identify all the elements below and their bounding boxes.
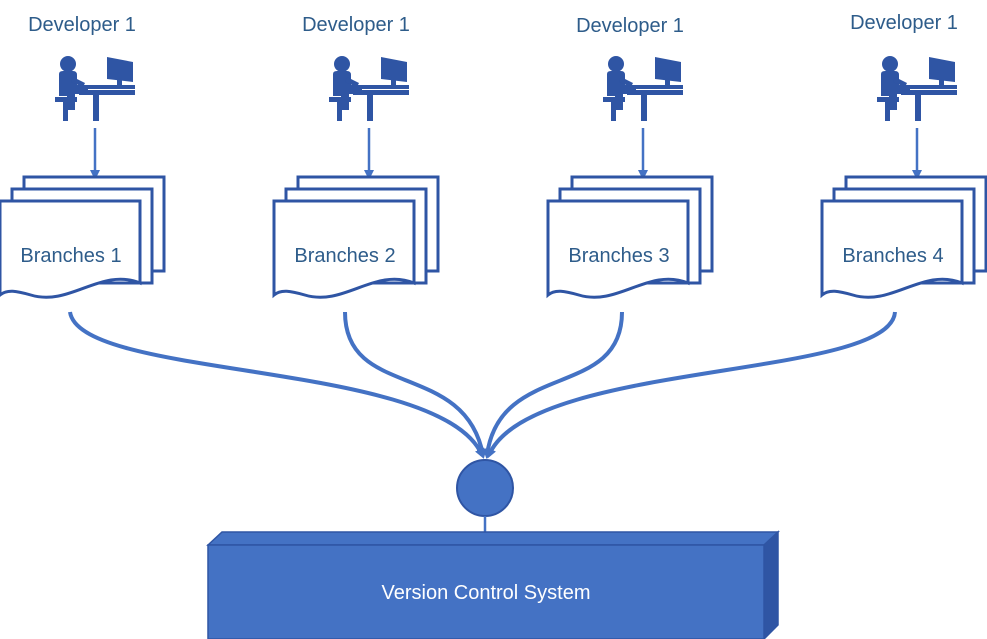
vcs-box-side bbox=[763, 530, 779, 639]
branch-merge-connector bbox=[486, 311, 897, 459]
branch-document bbox=[0, 199, 142, 299]
developer-at-computer-icon bbox=[603, 56, 683, 121]
developer-at-computer-icon bbox=[877, 56, 957, 121]
vcs-box-front bbox=[207, 544, 765, 639]
developer-label: Developer 1 bbox=[850, 12, 958, 34]
developer-at-computer-icon bbox=[329, 56, 409, 121]
developer-column: Developer 1 Branches 1 bbox=[0, 14, 485, 459]
developers-layer: Developer 1 Branches 1 Developer 1 Branches… bbox=[0, 12, 987, 459]
branch-document bbox=[546, 199, 690, 299]
vcs-label: Version Control System bbox=[382, 582, 591, 604]
developer-column: Developer 1 Branches 4 bbox=[486, 12, 987, 459]
branch-document bbox=[820, 199, 964, 299]
vcs-box-top bbox=[206, 531, 780, 546]
branch-merge-connector bbox=[68, 311, 485, 459]
branch-stack bbox=[820, 175, 987, 299]
developer-column: Developer 1 Branches 3 bbox=[482, 15, 714, 459]
developer-label: Developer 1 bbox=[302, 14, 410, 36]
branch-merge-connector bbox=[343, 311, 487, 459]
branch-document bbox=[272, 199, 416, 299]
branch-label: Branches 2 bbox=[294, 245, 395, 267]
developer-label: Developer 1 bbox=[576, 15, 684, 37]
branch-stack bbox=[546, 175, 714, 299]
branch-stack bbox=[0, 175, 166, 299]
vcs-box: Version Control System bbox=[206, 530, 780, 639]
branch-stack bbox=[272, 175, 440, 299]
developer-label: Developer 1 bbox=[28, 14, 136, 36]
branch-label: Branches 1 bbox=[20, 245, 121, 267]
developer-at-computer-icon bbox=[55, 56, 135, 121]
merge-node bbox=[456, 459, 514, 517]
developer-column: Developer 1 Branches 2 bbox=[272, 14, 487, 459]
branch-merge-connector bbox=[482, 311, 624, 459]
branch-label: Branches 3 bbox=[568, 245, 669, 267]
branch-label: Branches 4 bbox=[842, 245, 943, 267]
